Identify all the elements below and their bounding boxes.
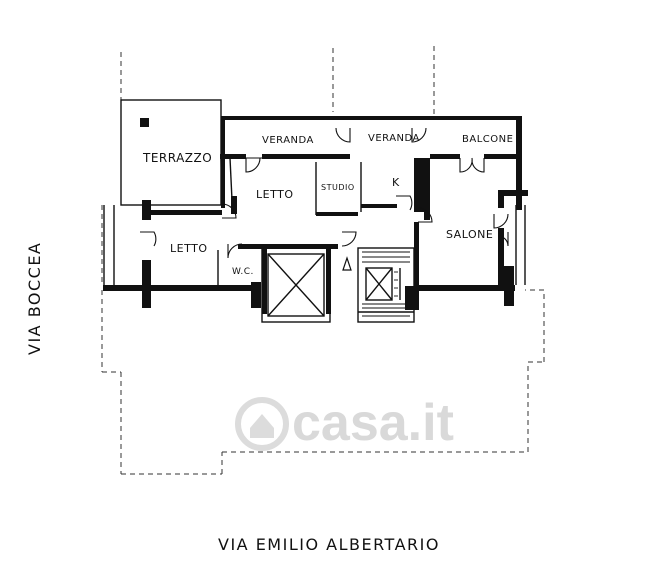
thick-walls xyxy=(103,116,528,314)
stair-arrow-icon xyxy=(342,256,352,271)
street-label-left: VIA BOCCEA xyxy=(25,242,44,355)
street-label-bottom: VIA EMILIO ALBERTARIO xyxy=(218,535,440,554)
room-label-letto-2: LETTO xyxy=(170,242,207,255)
room-label-letto-1: LETTO xyxy=(256,188,293,201)
room-label-k: K xyxy=(392,176,400,189)
stair-treads xyxy=(362,251,410,317)
room-label-veranda-2: VERANDA xyxy=(368,133,420,144)
watermark-house-shape xyxy=(250,414,274,438)
room-label-wc: W.C. xyxy=(232,267,254,277)
watermark-text: casa.it xyxy=(292,394,454,452)
room-label-terrazzo: TERRAZZO xyxy=(142,151,212,165)
room-label-veranda-1: VERANDA xyxy=(262,135,314,146)
door-swings xyxy=(140,127,509,259)
room-label-salone: SALONE xyxy=(446,228,493,241)
room-label-studio: STUDIO xyxy=(321,183,355,192)
room-label-balcone: BALCONE xyxy=(462,134,513,145)
watermark-house-icon xyxy=(235,397,289,451)
watermark: casa.it xyxy=(235,394,454,452)
